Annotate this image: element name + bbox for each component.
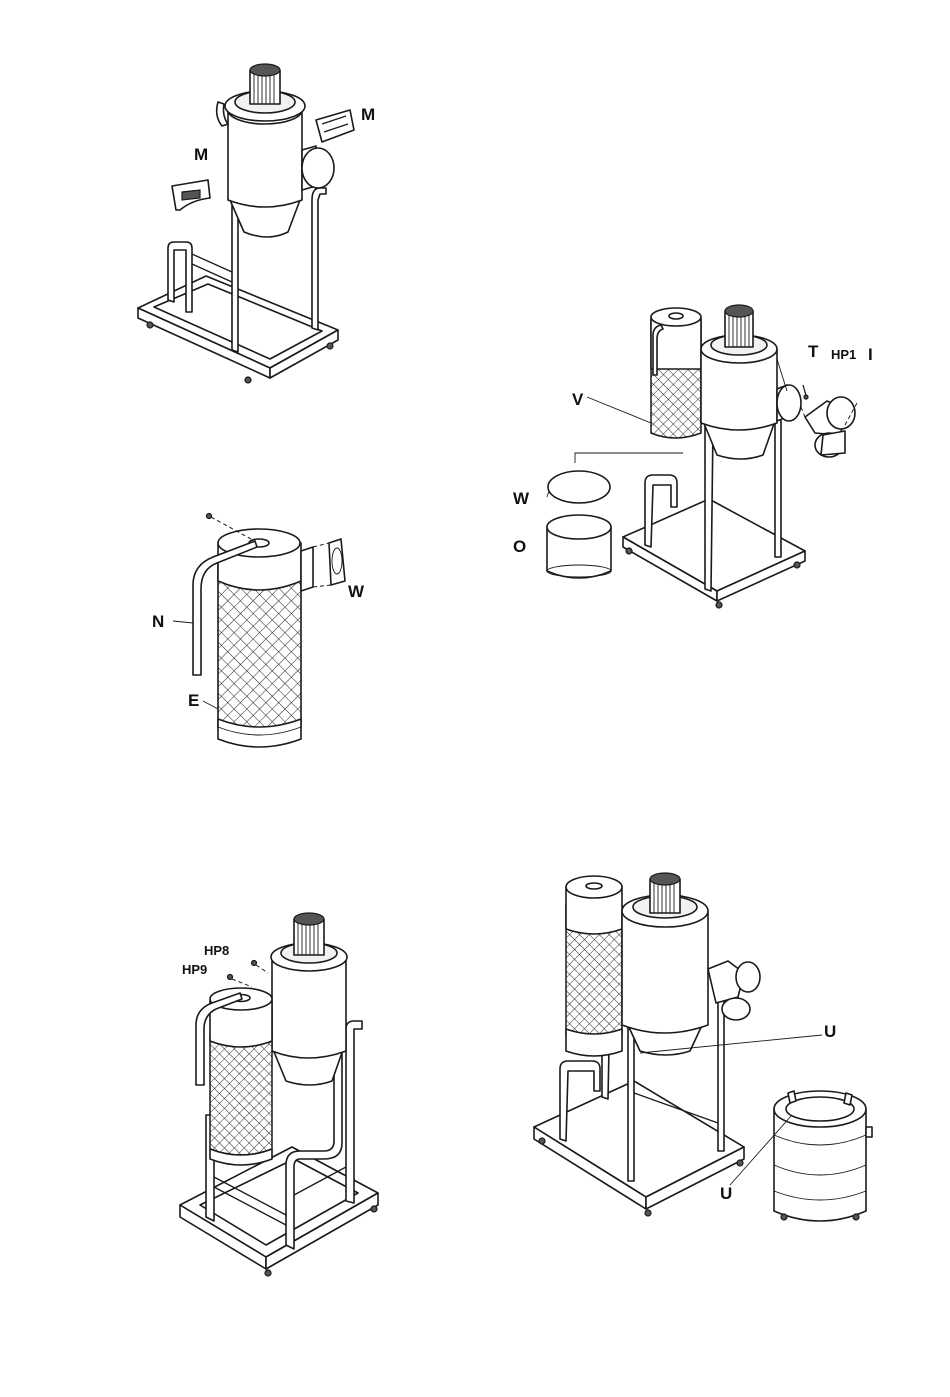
label-u-bottom: U: [720, 1185, 732, 1202]
label-e: E: [188, 692, 199, 709]
collector-drum-drawing: [530, 865, 880, 1245]
figure-assembled-unit: HP8 HP9: [170, 905, 395, 1275]
label-w-flange: W: [348, 583, 364, 600]
label-u-top: U: [824, 1023, 836, 1040]
label-o: O: [513, 538, 526, 555]
figure-filter-cartridge: N W E: [145, 505, 375, 750]
label-t: T: [808, 343, 818, 360]
cyclone-stand-drawing: [120, 50, 390, 390]
label-hp1: HP1: [831, 348, 856, 361]
label-v: V: [572, 391, 583, 408]
filter-cartridge-drawing: [145, 505, 375, 750]
figure-collector-bag-inlet: V T HP1 I W O: [505, 295, 905, 615]
figure-cyclone-stand-brackets: M M: [120, 50, 390, 390]
label-i: I: [868, 346, 873, 363]
collector-bag-drawing: [505, 295, 905, 615]
label-w: W: [513, 490, 529, 507]
label-hp8: HP8: [204, 944, 229, 957]
label-m-left: M: [194, 146, 208, 163]
label-m-right: M: [361, 106, 375, 123]
label-hp9: HP9: [182, 963, 207, 976]
assembled-unit-drawing: [170, 905, 395, 1275]
figure-collector-drum: U U: [530, 865, 880, 1245]
label-n: N: [152, 613, 164, 630]
